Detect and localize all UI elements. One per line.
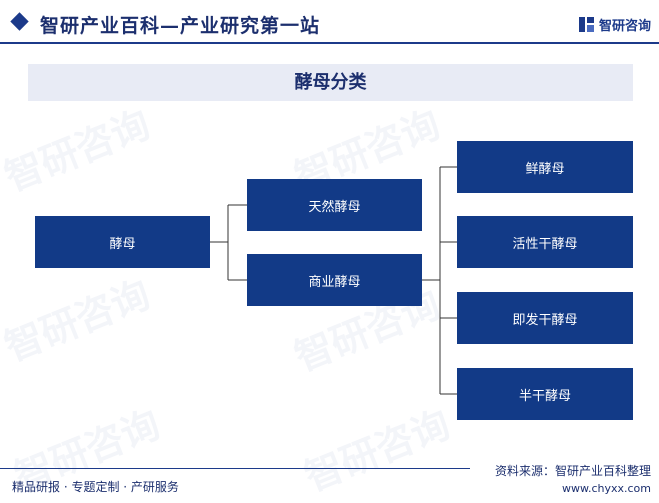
logo-text: 智研咨询 — [598, 19, 651, 34]
diagram-title: 酵母分类 — [294, 72, 367, 93]
node-fresh-yeast: 鲜酵母 — [457, 141, 633, 193]
chyxx-logo-icon — [578, 17, 594, 32]
node-semi-dry-yeast: 半干酵母 — [457, 368, 633, 420]
footer-url[interactable]: www.chyxx.com — [561, 482, 651, 495]
node-active-dry-yeast: 活性干酵母 — [457, 216, 633, 268]
page-title: 智研产业百科—产业研究第一站 — [40, 15, 321, 37]
node-commercial-yeast: 商业酵母 — [247, 254, 422, 306]
brand-logo[interactable]: 智研咨询 — [578, 15, 651, 34]
node-natural-yeast: 天然酵母 — [247, 179, 422, 231]
source-note: 资料来源：智研产业百科整理 — [494, 464, 651, 478]
subtitle-band: 酵母分类 — [28, 64, 633, 101]
header: 智研产业百科—产业研究第一站 智研咨询 — [0, 0, 659, 46]
header-divider — [0, 42, 659, 44]
node-yeast: 酵母 — [35, 216, 210, 268]
footer-divider — [0, 468, 470, 469]
node-instant-dry-yeast: 即发干酵母 — [457, 292, 633, 344]
footer-tagline: 精品研报 · 专题定制 · 产研服务 — [12, 480, 179, 494]
